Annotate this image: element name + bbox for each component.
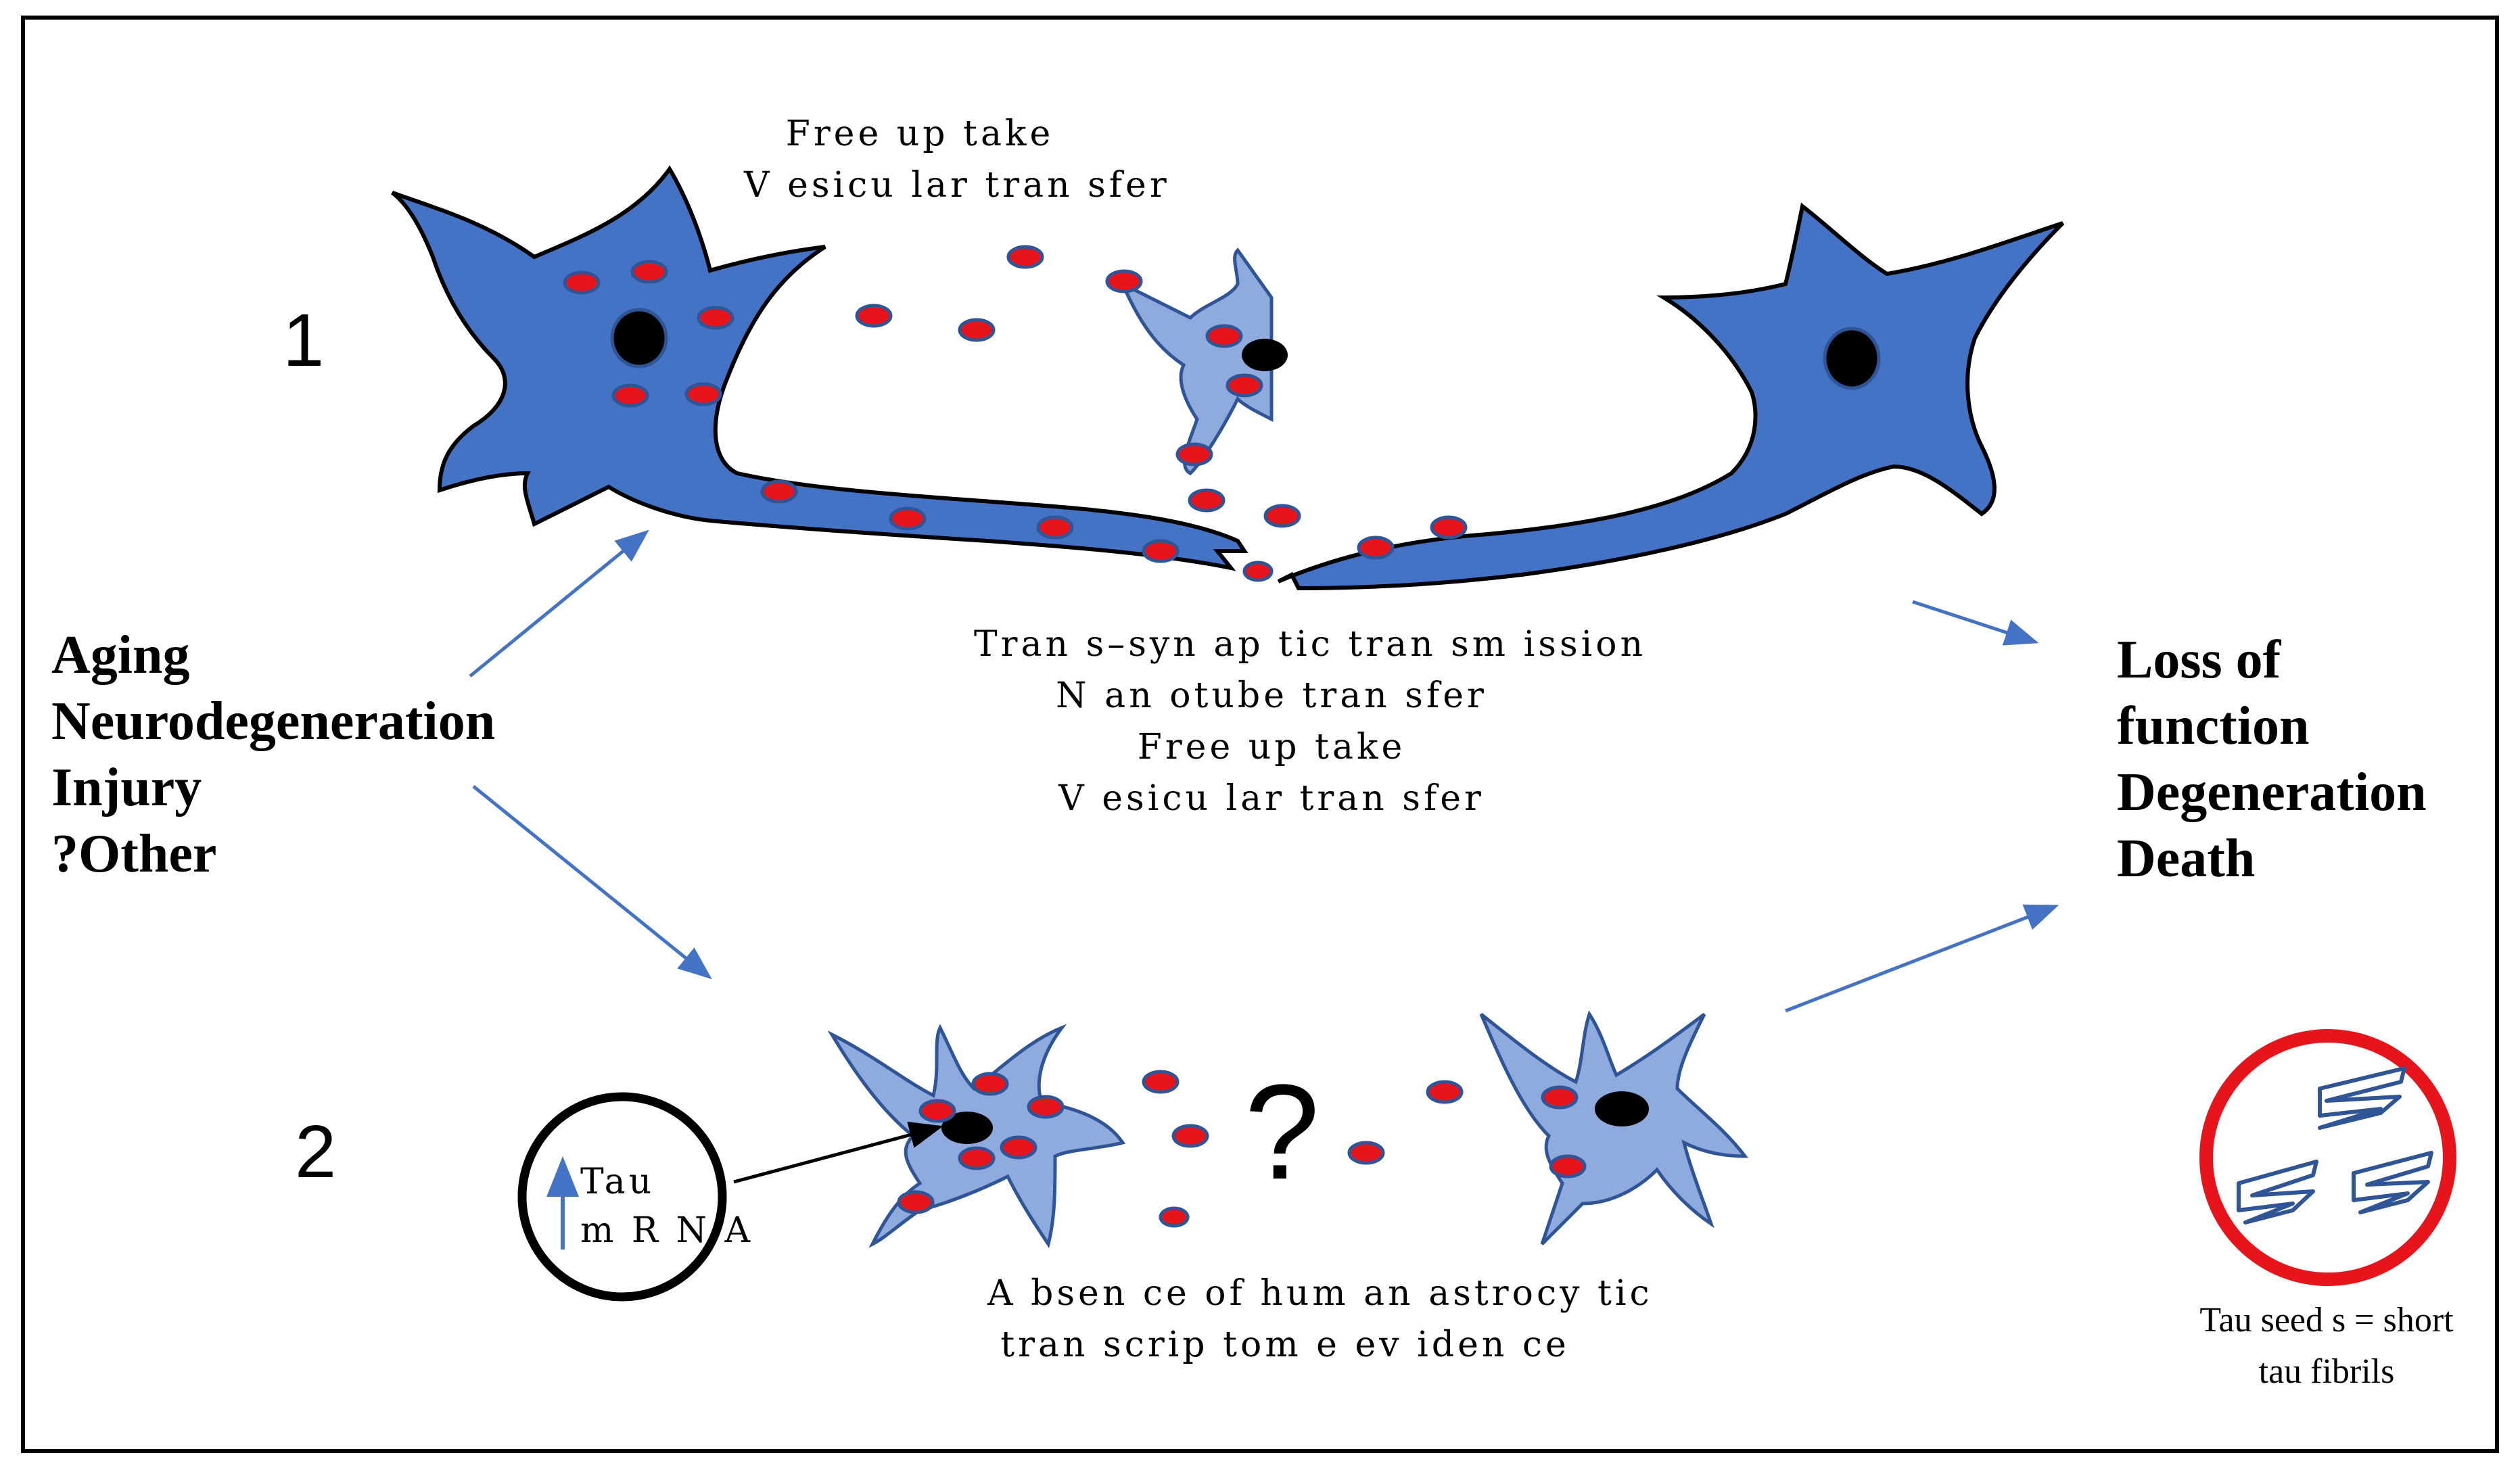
tau-seed-labels: Tau seed s = short tau fibrils	[2144, 1295, 2509, 1398]
top-transfer-labels: Free up take V esicu lar tran sfer	[744, 108, 1170, 211]
astrocyte-evidence-labels: A bsen ce of hum an astrocy tic tran scr…	[987, 1268, 1653, 1371]
cause-other: ?Other	[51, 824, 217, 884]
arrow-mrna-to-astrocyte	[733, 1121, 943, 1184]
arrow-causes-to-neurons	[469, 529, 649, 677]
mrna-label: m R N A	[580, 1210, 754, 1251]
unknown-transfer-mark: ?	[1244, 1057, 1320, 1208]
tau-fibrils-icon	[2237, 1066, 2433, 1225]
figure-frame	[21, 16, 2499, 1453]
vesicular-transfer-label: V esicu lar tran sfer	[1058, 778, 1485, 819]
tau-seed-label-line2: tau fibrils	[2258, 1352, 2395, 1391]
lower-astrocyte-right	[1479, 1010, 1749, 1245]
tau-mrna-label: Tau m R N A	[580, 1158, 753, 1255]
tau-label: Tau	[580, 1162, 655, 1202]
arrow-causes-to-astrocytes	[472, 785, 712, 980]
tau-mrna-circle	[517, 1092, 727, 1302]
scenario-1-number: 1	[283, 299, 325, 382]
astrocyte-label-line2: tran scrip tom e ev iden ce	[1000, 1325, 1570, 1365]
nanotube-label: N an otube tran sfer	[1056, 675, 1487, 716]
outcome-function: function	[2117, 696, 2310, 756]
tau-seed-label-line1: Tau seed s = short	[2199, 1301, 2454, 1339]
top-free-uptake: Free up take	[785, 114, 1054, 154]
outcome-loss-of: Loss of	[2117, 630, 2281, 690]
tau-seeds	[563, 245, 1587, 1228]
arrow-neurons-to-outcomes	[1912, 600, 2039, 646]
outcome-degeneration: Degeneration	[2117, 763, 2427, 822]
cause-injury: Injury	[51, 758, 202, 817]
trans-synaptic-label: Tran s–syn ap tic tran sm ission	[974, 624, 1647, 665]
cause-neurodegeneration: Neurodegeneration	[51, 692, 496, 751]
astrocyte-label-line1: A bsen ce of hum an astrocy tic	[987, 1273, 1653, 1314]
right-neuron	[1277, 202, 2065, 591]
free-uptake-label: Free up take	[1137, 727, 1406, 767]
scenario-2-number: 2	[295, 1110, 337, 1193]
cause-aging: Aging	[51, 625, 190, 685]
outcome-death: Death	[2117, 829, 2256, 888]
upper-astrocyte	[1119, 247, 1274, 476]
arrow-astrocytes-to-outcomes	[1785, 904, 2059, 1013]
causes-list: Aging Neurodegeneration Injury ?Other	[51, 622, 495, 887]
synapse-transfer-labels: Tran s–syn ap tic tran sm ission N an ot…	[974, 619, 1647, 824]
left-neuron	[391, 165, 1249, 571]
outcomes-list: Loss of function Degeneration Death	[2117, 627, 2427, 892]
top-vesicular-transfer: V esicu lar tran sfer	[744, 165, 1170, 206]
